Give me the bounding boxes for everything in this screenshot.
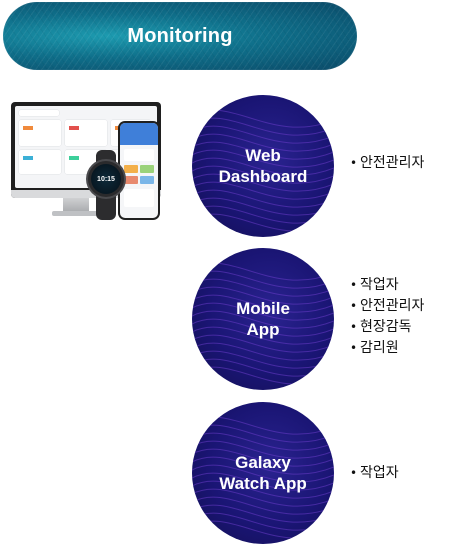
phone-screen [120,123,158,218]
monitor-stand [63,198,89,212]
label-line-2: App [246,320,280,339]
list-item: •현장감독 [350,319,412,335]
label-line-2: Dashboard [218,167,308,186]
wave-pattern [192,109,334,232]
label-line-2: Watch App [219,474,307,493]
monitoring-banner: Monitoring [3,2,357,70]
list-item: •작업자 [350,465,399,481]
label-line-1: Web [245,146,281,165]
list-item: •감리원 [350,340,399,356]
web-dashboard-roles: •안전관리자 [350,153,424,174]
mobile-app-roles: •작업자 •안전관리자 •현장감독 •감리원 [350,275,424,359]
galaxy-watch-app-circle: Galaxy Watch App [192,402,334,544]
banner-texture [3,2,357,70]
label-line-1: Galaxy [235,453,291,472]
galaxy-watch-app-label: Galaxy Watch App [192,402,334,544]
label-line-1: Mobile [236,299,290,318]
wave-pattern [192,416,334,539]
wave-pattern [192,262,334,385]
galaxy-watch-app-roles: •작업자 [350,463,399,484]
banner-title: Monitoring [127,24,233,47]
list-item: •안전관리자 [350,298,425,314]
watch-time: 10:15 [97,175,115,183]
phone-image [118,121,160,220]
mobile-app-label: Mobile App [192,248,334,390]
web-dashboard-label: Web Dashboard [192,95,334,237]
list-item: •작업자 [350,277,399,293]
watch-image: 10:15 [88,161,124,197]
mobile-app-circle: Mobile App [192,248,334,390]
web-dashboard-circle: Web Dashboard [192,95,334,237]
list-item: •안전관리자 [350,155,425,171]
